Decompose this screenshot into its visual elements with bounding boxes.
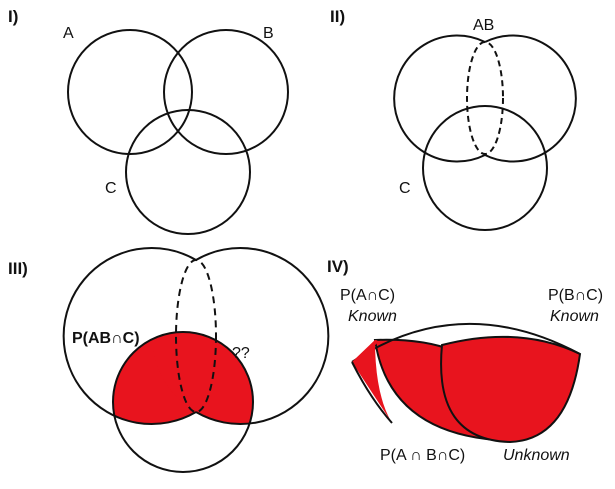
circle-c: [125, 109, 251, 235]
label-ab: AB: [473, 17, 494, 34]
red-region-bc: [152, 332, 253, 424]
label-p-abc: P(A ∩ B∩C): [380, 447, 465, 464]
label-p-b-c-status: Known: [550, 308, 599, 325]
label-p-a-c-status: Known: [348, 308, 397, 325]
circle-a-outer-arc: [393, 34, 486, 163]
panel-three-label: III): [8, 259, 28, 278]
circle-b: [163, 29, 289, 155]
dashed-ab-lens-three: [175, 259, 217, 413]
panel-one: I) A B C: [8, 7, 289, 235]
red-lens-bc: [440, 335, 582, 444]
panel-three: III) P(AB∩C) ??: [8, 247, 330, 473]
panel-one-label: I): [8, 7, 18, 26]
label-p-b-c: P(B∩C): [548, 287, 603, 304]
panel-four-label: IV): [327, 257, 349, 276]
label-a: A: [63, 25, 74, 42]
label-unknown-marks: ??: [232, 345, 250, 362]
panel-two-label: II): [330, 7, 345, 26]
label-b: B: [263, 25, 274, 42]
circle-b-outer-arc: [484, 34, 577, 163]
label-c-two: C: [399, 180, 411, 197]
label-c: C: [105, 180, 117, 197]
circle-c-two: [422, 105, 548, 231]
dashed-ab-lens: [466, 41, 504, 155]
circle-c-three: [112, 331, 254, 473]
circle-c-top-arc: [351, 323, 581, 363]
left-tip-outline: [351, 361, 393, 424]
label-p-ab-c: P(AB∩C): [72, 330, 140, 347]
panel-four: IV) P(A∩C) Known P(B∩C) Known P(A ∩ B∩C)…: [327, 257, 603, 464]
label-p-a-c: P(A∩C): [340, 287, 395, 304]
circle-a: [67, 29, 193, 155]
circle-a-three: [62, 247, 197, 425]
panel-two: II) AB C: [330, 7, 577, 231]
label-p-abc-status: Unknown: [503, 447, 570, 464]
red-left-tip: [352, 340, 392, 423]
